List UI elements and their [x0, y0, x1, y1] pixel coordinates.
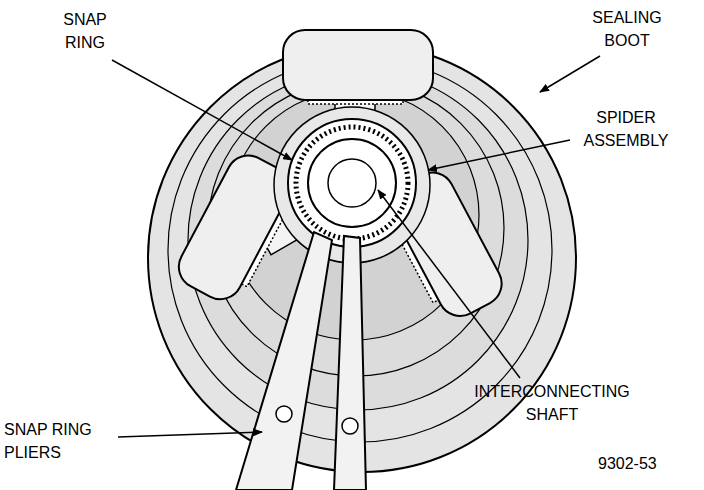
part-label: SNAP RING	[50, 8, 120, 54]
label-slot: SNAP RING PLIERS	[4, 418, 116, 464]
label-slot: INTERCONNECTING SHAFT	[452, 380, 652, 426]
part-label: SEALING BOOT	[572, 6, 682, 52]
figure-number: 9302-53	[598, 452, 698, 475]
label-slot: SNAP RING	[50, 8, 120, 54]
part-label: SPIDER ASSEMBLY	[560, 106, 692, 152]
label-slot: SEALING BOOT	[572, 6, 682, 52]
part-label: INTERCONNECTING SHAFT	[452, 380, 652, 426]
label-slot: SPIDER ASSEMBLY	[560, 106, 692, 152]
label-slot: 9302-53	[598, 452, 698, 475]
tool-label: SNAP RING PLIERS	[4, 418, 116, 464]
